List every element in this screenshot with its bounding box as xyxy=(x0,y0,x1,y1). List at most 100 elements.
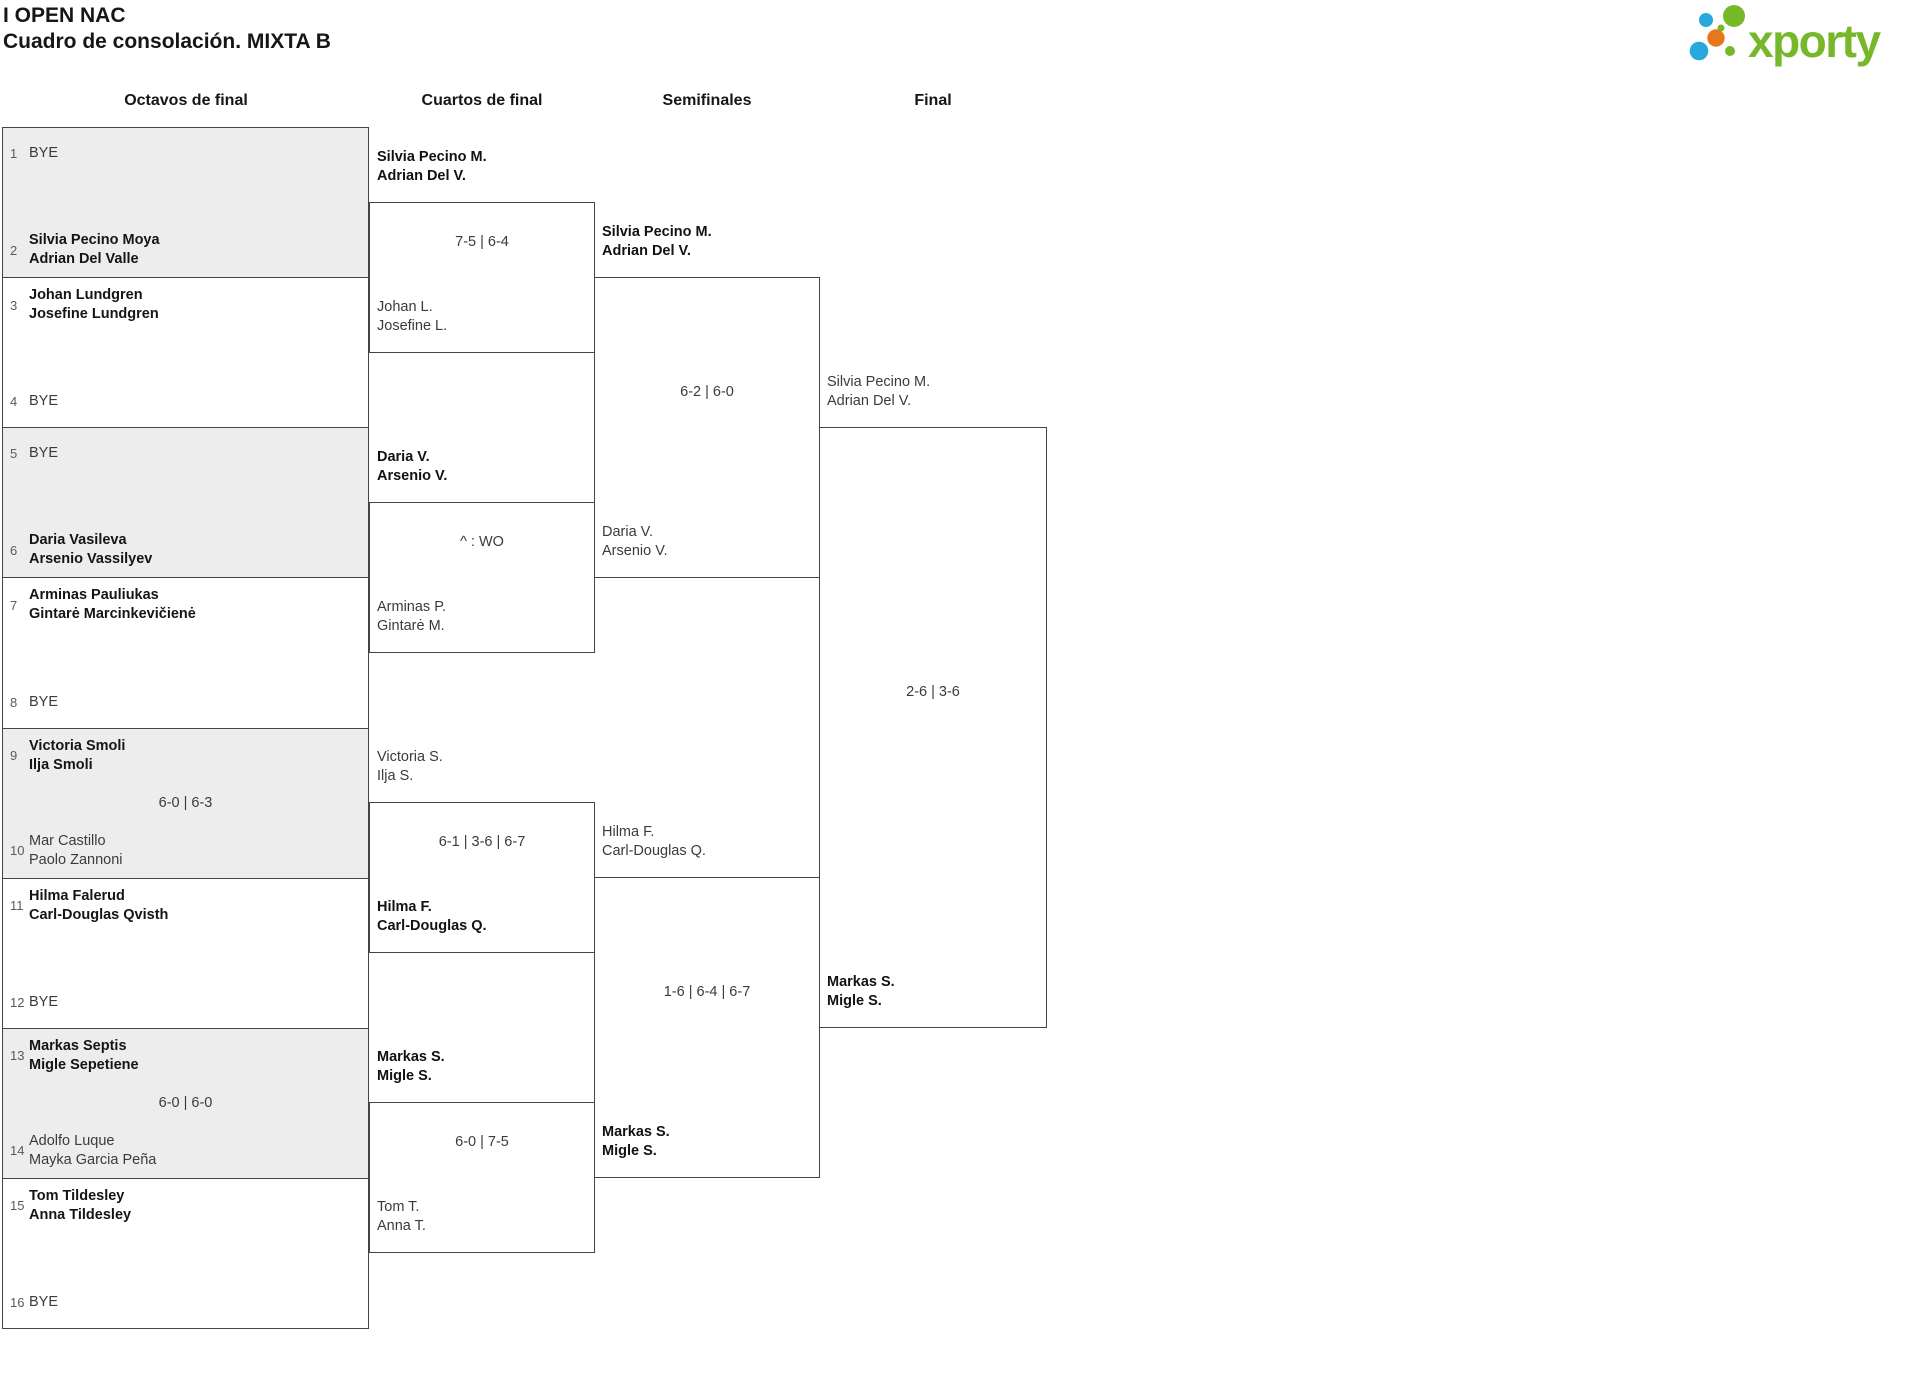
player-name: Tom Tildesley xyxy=(29,1187,125,1204)
player-name: Mar Castillo xyxy=(29,832,106,849)
team-names: BYE xyxy=(29,144,58,163)
seed-number: 9 xyxy=(10,748,18,763)
team-names: BYE xyxy=(29,392,58,411)
player-name: Josefine Lundgren xyxy=(29,306,159,323)
player-name: Adrian Del V. xyxy=(377,168,466,184)
bracket-subtitle: Cuadro de consolación. MIXTA B xyxy=(3,30,331,53)
team-entry: 12 BYE xyxy=(3,993,58,1012)
player-name: Silvia Pecino M. xyxy=(827,374,931,390)
team-entry: 4 BYE xyxy=(3,392,58,411)
round-header-semifinales: Semifinales xyxy=(662,92,752,109)
team-label: Arminas P. Gintarė M. xyxy=(377,598,446,636)
player-name: Carl-Douglas Q. xyxy=(377,918,487,934)
player-name: Silvia Pecino M. xyxy=(377,149,487,165)
team-entry: 5 BYE xyxy=(3,444,58,463)
player-name: Hilma Falerud xyxy=(29,887,125,904)
player-name: Daria Vasileva xyxy=(29,532,127,549)
match-score: ^ : WO xyxy=(460,534,504,550)
seed-number: 1 xyxy=(10,146,18,161)
team-names: BYE xyxy=(29,693,58,712)
player-name: Arminas P. xyxy=(377,599,447,615)
team-label: Victoria S. Ilja S. xyxy=(377,748,443,786)
team-label: Hilma F. Carl-Douglas Q. xyxy=(377,898,487,936)
team-entry: 1 BYE xyxy=(3,144,58,163)
player-name: Josefine L. xyxy=(377,318,448,334)
player-name: Adrian Del Valle xyxy=(29,251,139,268)
round-header-octavos: Octavos de final xyxy=(124,92,248,109)
team-names: BYE xyxy=(29,993,58,1012)
player-name: Markas S. xyxy=(602,1124,670,1140)
team-label: Silvia Pecino M. Adrian Del V. xyxy=(602,223,712,261)
team-label: Markas S. Migle S. xyxy=(827,973,895,1011)
player-name: Tom T. xyxy=(377,1199,420,1215)
player-name: BYE xyxy=(29,393,59,410)
player-name: Hilma F. xyxy=(377,899,432,915)
player-name: Gintarė M. xyxy=(377,618,445,634)
xporty-logo-icon: xporty xyxy=(1689,5,1883,67)
player-name: Adolfo Luque xyxy=(29,1132,115,1149)
player-name: Victoria S. xyxy=(377,749,443,765)
xporty-logo[interactable]: xporty xyxy=(1678,0,1918,72)
seed-number: 13 xyxy=(10,1048,25,1064)
player-name: Daria V. xyxy=(602,524,654,540)
seed-number: 15 xyxy=(10,1198,25,1214)
match-score: 1-6 | 6-4 | 6-7 xyxy=(663,984,751,1000)
player-name: Johan L. xyxy=(377,299,433,315)
seed-number: 8 xyxy=(10,694,18,710)
player-name: Arsenio V. xyxy=(602,543,668,559)
player-name: BYE xyxy=(29,445,59,462)
player-name: Silvia Pecino Moya xyxy=(29,232,160,249)
round-header-cuartos: Cuartos de final xyxy=(421,92,543,109)
seed-number: 3 xyxy=(10,297,18,313)
player-name: Markas S. xyxy=(827,974,895,990)
player-name: Victoria Smoli xyxy=(29,737,126,754)
seed-number: 5 xyxy=(10,446,18,462)
team-names: BYE xyxy=(29,1293,58,1312)
final-box xyxy=(819,427,1047,1028)
tournament-title: I OPEN NAC xyxy=(3,4,126,27)
player-name: Arsenio V. xyxy=(377,468,448,484)
match-score: 6-0 | 7-5 xyxy=(455,1134,509,1150)
player-name: Markas Septis xyxy=(29,1037,127,1054)
team-label: Silvia Pecino M. Adrian Del V. xyxy=(827,373,930,411)
player-name: Markas S. xyxy=(377,1049,445,1065)
match-score: 6-2 | 6-0 xyxy=(680,384,734,400)
team-entry: 8 BYE xyxy=(3,693,58,712)
player-name: Ilja S. xyxy=(377,768,414,784)
player-name: BYE xyxy=(29,1294,59,1310)
player-name: Arsenio Vassilyev xyxy=(29,551,153,568)
team-label: Tom T. Anna T. xyxy=(377,1198,426,1236)
player-name: BYE xyxy=(29,145,59,161)
seed-number: 16 xyxy=(10,1295,25,1310)
seed-number: 6 xyxy=(10,542,18,558)
player-name: Ilja Smoli xyxy=(29,756,93,773)
match-score: 6-1 | 3-6 | 6-7 xyxy=(438,834,526,850)
player-name: Anna Tildesley xyxy=(29,1206,132,1223)
player-name: Adrian Del V. xyxy=(827,393,912,409)
seed-number: 2 xyxy=(10,242,18,258)
match-score: 2-6 | 3-6 xyxy=(906,684,960,700)
seed-number: 7 xyxy=(10,597,18,613)
player-name: Silvia Pecino M. xyxy=(602,224,712,240)
player-name: Migle Sepetiene xyxy=(29,1056,139,1073)
